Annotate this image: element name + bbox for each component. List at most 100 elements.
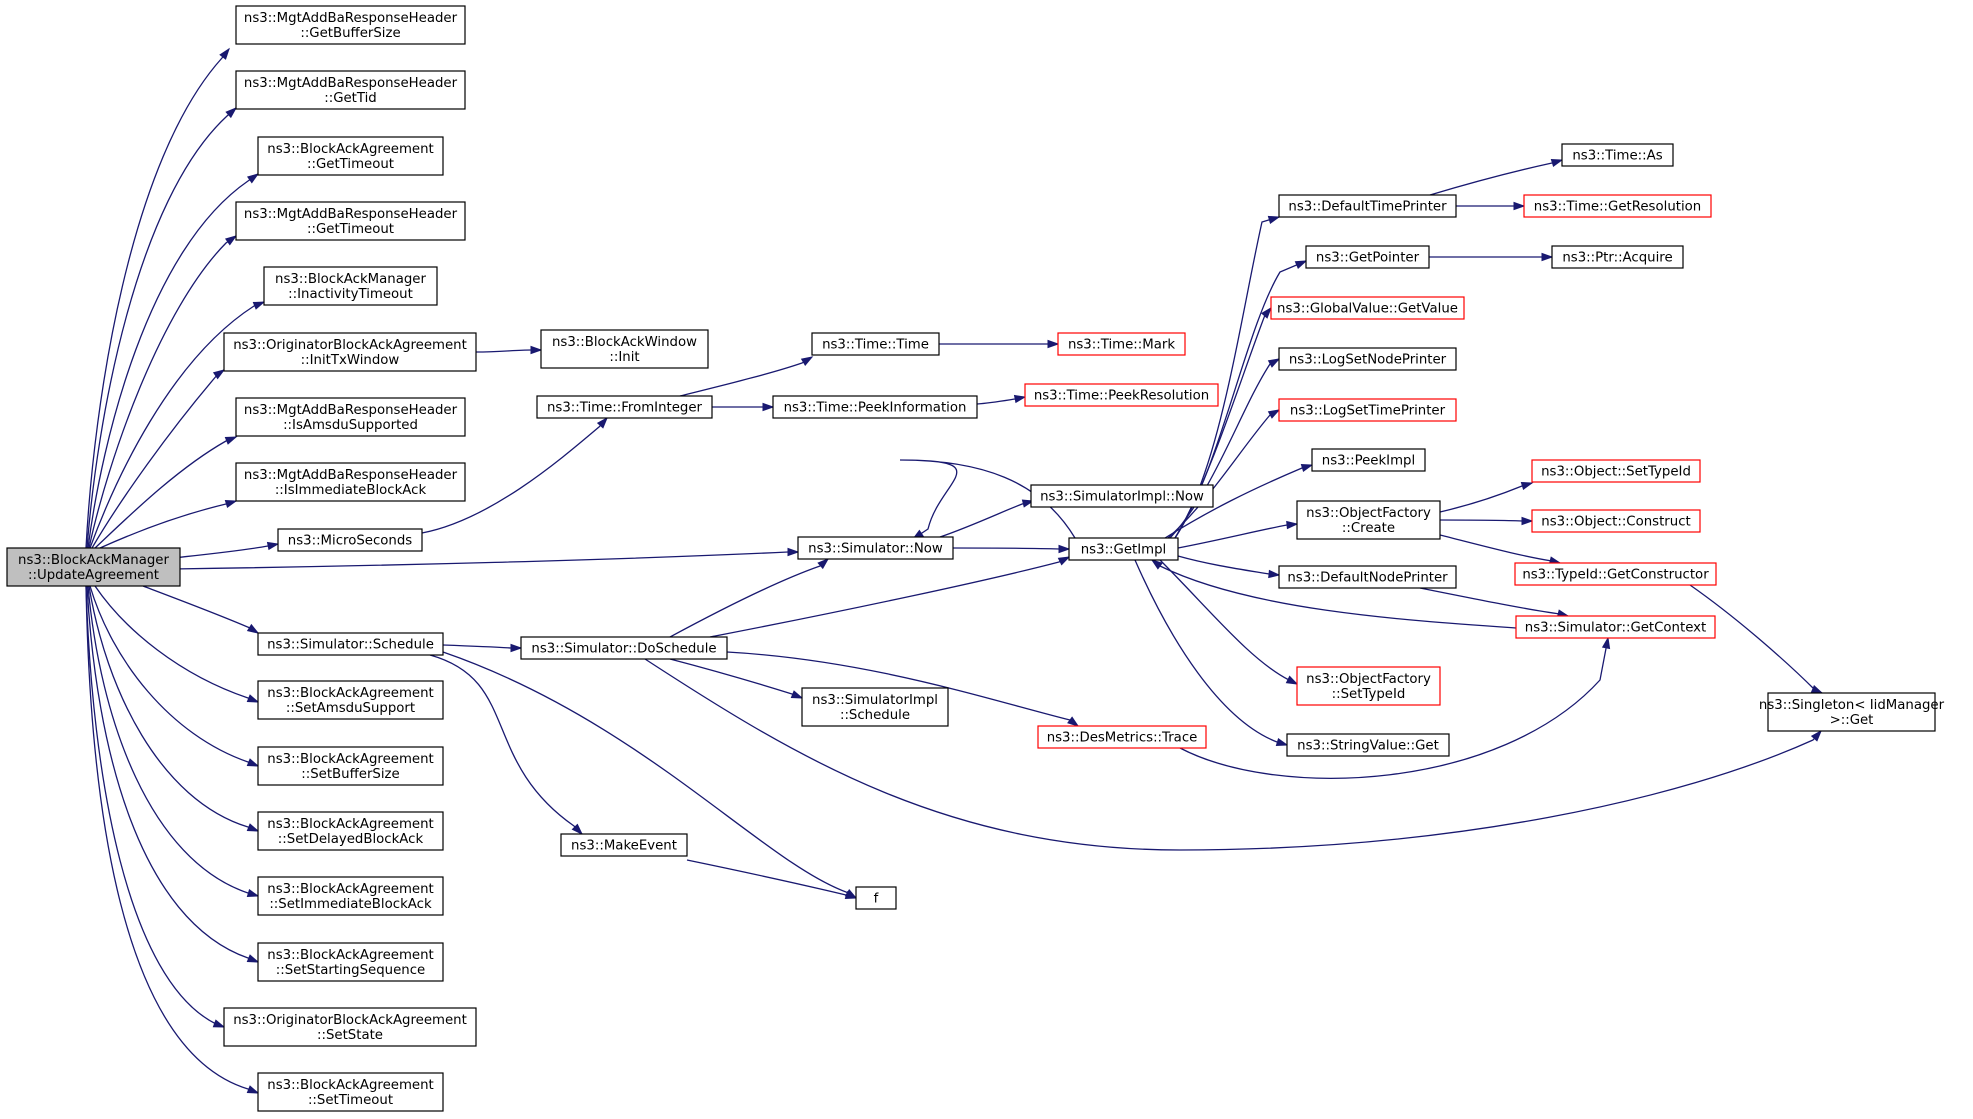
node-box[interactable] [235, 462, 466, 502]
node-box[interactable] [560, 833, 688, 857]
node-n12[interactable]: ns3::BlockAckAgreement::SetAmsduSupport [257, 680, 444, 720]
node-n16[interactable]: ns3::BlockAckAgreement::SetStartingSeque… [257, 942, 444, 982]
node-box[interactable] [235, 201, 466, 241]
node-box[interactable] [1286, 733, 1450, 757]
node-n11[interactable]: ns3::Simulator::Schedule [257, 632, 444, 656]
node-box[interactable] [855, 886, 897, 910]
node-box[interactable] [257, 632, 444, 656]
node-box[interactable] [257, 876, 444, 916]
node-box[interactable] [1523, 194, 1712, 218]
node-box[interactable] [1296, 666, 1441, 706]
node-n46[interactable]: ns3::Object::Construct [1531, 509, 1701, 533]
node-n35[interactable]: ns3::LogSetNodePrinter [1278, 347, 1457, 371]
node-n22[interactable]: ns3::Time::PeekInformation [772, 395, 978, 419]
node-box[interactable] [1767, 692, 1936, 732]
node-n49[interactable]: ns3::Singleton< IidManager>::Get [1759, 692, 1945, 732]
node-box[interactable] [1531, 459, 1701, 483]
node-n43[interactable]: ns3::Time::GetResolution [1523, 194, 1712, 218]
node-box[interactable] [1515, 615, 1716, 639]
node-box[interactable] [1270, 296, 1465, 320]
node-n27[interactable]: ns3::Simulator::DoSchedule [520, 636, 728, 660]
node-n42[interactable]: ns3::Time::As [1561, 143, 1674, 167]
node-root[interactable]: ns3::BlockAckManager::UpdateAgreement [6, 547, 181, 587]
node-n5[interactable]: ns3::BlockAckManager::InactivityTimeout [263, 266, 438, 306]
node-box[interactable] [1531, 509, 1701, 533]
node-box[interactable] [1037, 725, 1207, 749]
node-n6[interactable]: ns3::OriginatorBlockAckAgreement::InitTx… [223, 332, 477, 372]
node-box[interactable] [811, 332, 940, 356]
node-n8[interactable]: ns3::MgtAddBaResponseHeader::IsImmediate… [235, 462, 466, 502]
node-box[interactable] [540, 329, 709, 369]
node-n4[interactable]: ns3::MgtAddBaResponseHeader::GetTimeout [235, 201, 466, 241]
node-box[interactable] [257, 1072, 444, 1112]
node-box[interactable] [235, 397, 466, 437]
node-n36[interactable]: ns3::LogSetTimePrinter [1278, 398, 1457, 422]
node-box[interactable] [257, 811, 444, 851]
node-box[interactable] [277, 528, 423, 552]
node-box[interactable] [1561, 143, 1674, 167]
node-box[interactable] [263, 266, 438, 306]
node-n7[interactable]: ns3::MgtAddBaResponseHeader::IsAmsduSupp… [235, 397, 466, 437]
node-n44[interactable]: ns3::Ptr::Acquire [1551, 245, 1684, 269]
node-box[interactable] [1278, 565, 1457, 589]
node-n17[interactable]: ns3::OriginatorBlockAckAgreement::SetSta… [223, 1007, 477, 1047]
node-n34[interactable]: ns3::GlobalValue::GetValue [1270, 296, 1465, 320]
node-n37[interactable]: ns3::PeekImpl [1311, 448, 1426, 472]
node-n29[interactable]: ns3::MakeEvent [560, 833, 688, 857]
node-n2[interactable]: ns3::MgtAddBaResponseHeader::GetTid [235, 70, 466, 110]
node-box[interactable] [536, 395, 713, 419]
node-box[interactable] [1278, 194, 1457, 218]
node-n15[interactable]: ns3::BlockAckAgreement::SetImmediateBloc… [257, 876, 444, 916]
node-box[interactable] [797, 536, 954, 560]
node-box[interactable] [257, 942, 444, 982]
node-box[interactable] [1551, 245, 1684, 269]
node-n41[interactable]: ns3::StringValue::Get [1286, 733, 1450, 757]
node-n14[interactable]: ns3::BlockAckAgreement::SetDelayedBlockA… [257, 811, 444, 851]
node-n32[interactable]: ns3::DefaultTimePrinter [1278, 194, 1457, 218]
node-box[interactable] [223, 1007, 477, 1047]
node-n40[interactable]: ns3::ObjectFactory::SetTypeId [1296, 666, 1441, 706]
node-n39[interactable]: ns3::DefaultNodePrinter [1278, 565, 1457, 589]
node-box[interactable] [1278, 347, 1457, 371]
node-box[interactable] [223, 332, 477, 372]
node-n28[interactable]: ns3::SimulatorImpl::Schedule [801, 687, 949, 727]
node-n45[interactable]: ns3::Object::SetTypeId [1531, 459, 1701, 483]
node-box[interactable] [801, 687, 949, 727]
node-box[interactable] [257, 680, 444, 720]
node-n24[interactable]: ns3::Time::PeekResolution [1024, 383, 1219, 407]
node-n38[interactable]: ns3::ObjectFactory::Create [1296, 500, 1441, 540]
node-n47[interactable]: ns3::TypeId::GetConstructor [1514, 562, 1717, 586]
node-box[interactable] [1296, 500, 1441, 540]
node-n33[interactable]: ns3::GetPointer [1305, 245, 1430, 269]
node-box[interactable] [6, 547, 181, 587]
node-box[interactable] [257, 746, 444, 786]
node-box[interactable] [1514, 562, 1717, 586]
node-n10[interactable]: ns3::Simulator::Now [797, 536, 954, 560]
node-n3[interactable]: ns3::BlockAckAgreement::GetTimeout [257, 136, 444, 176]
node-box[interactable] [1057, 332, 1186, 356]
node-box[interactable] [235, 5, 466, 45]
node-n48[interactable]: ns3::Simulator::GetContext [1515, 615, 1716, 639]
node-n1[interactable]: ns3::MgtAddBaResponseHeader::GetBufferSi… [235, 5, 466, 45]
node-n9[interactable]: ns3::MicroSeconds [277, 528, 423, 552]
node-box[interactable] [1278, 398, 1457, 422]
node-n18[interactable]: ns3::BlockAckAgreement::SetTimeout [257, 1072, 444, 1112]
node-box[interactable] [257, 136, 444, 176]
node-n13[interactable]: ns3::BlockAckAgreement::SetBufferSize [257, 746, 444, 786]
node-box[interactable] [1024, 383, 1219, 407]
node-n26[interactable]: ns3::GetImpl [1068, 537, 1179, 561]
node-n30[interactable]: f [855, 886, 897, 910]
node-box[interactable] [1311, 448, 1426, 472]
node-box[interactable] [235, 70, 466, 110]
node-box[interactable] [1068, 537, 1179, 561]
node-box[interactable] [1305, 245, 1430, 269]
node-n21[interactable]: ns3::Time::Time [811, 332, 940, 356]
node-n25[interactable]: ns3::SimulatorImpl::Now [1030, 484, 1214, 508]
node-n23[interactable]: ns3::Time::Mark [1057, 332, 1186, 356]
node-n31[interactable]: ns3::DesMetrics::Trace [1037, 725, 1207, 749]
node-n20[interactable]: ns3::Time::FromInteger [536, 395, 713, 419]
node-box[interactable] [1030, 484, 1214, 508]
node-box[interactable] [772, 395, 978, 419]
node-n19[interactable]: ns3::BlockAckWindow::Init [540, 329, 709, 369]
node-box[interactable] [520, 636, 728, 660]
